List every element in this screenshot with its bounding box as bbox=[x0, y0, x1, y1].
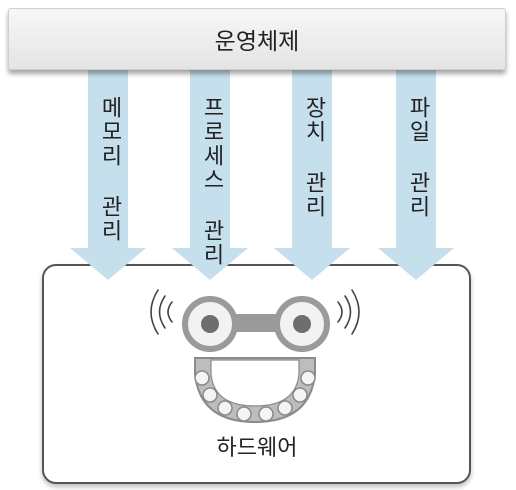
sound-wave-icon bbox=[337, 289, 360, 335]
arrow-label-memory: 메모리 관리 bbox=[97, 96, 122, 243]
hardware-label: 하드웨어 bbox=[216, 436, 298, 461]
arrow-label-device: 장치 관리 bbox=[301, 96, 326, 219]
arrow-file bbox=[378, 60, 454, 280]
arrow-process bbox=[172, 60, 248, 280]
arrow-label-process: 프로세스 관리 bbox=[199, 96, 224, 267]
arrow-device bbox=[274, 60, 350, 280]
os-bar: 운영체제 bbox=[8, 8, 506, 70]
sound-wave-icon bbox=[150, 289, 173, 335]
os-label: 운영체제 bbox=[214, 29, 300, 55]
arrow-label-file: 파일 관리 bbox=[405, 96, 430, 219]
robot-face-icon bbox=[150, 289, 360, 424]
arrow-memory bbox=[70, 60, 146, 280]
